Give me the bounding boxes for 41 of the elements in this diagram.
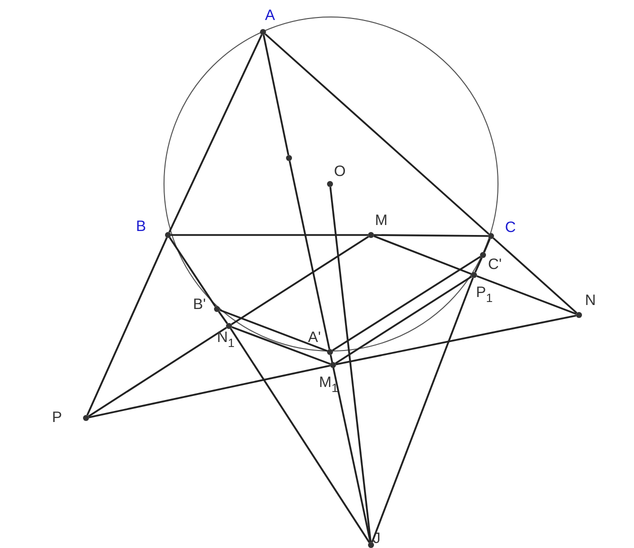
line-segment <box>474 257 483 273</box>
point-label: M <box>375 213 388 229</box>
line-segment <box>371 277 474 543</box>
point-label: C' <box>488 257 502 273</box>
line-segment <box>374 234 488 237</box>
point-label: B' <box>193 297 206 313</box>
point-label: P$_{1}$ <box>476 285 493 301</box>
line-segment <box>262 34 290 156</box>
point-label: A' <box>308 330 321 346</box>
point-label: M$_{1}$ <box>319 375 338 391</box>
point-label: B <box>136 219 146 235</box>
line-segment <box>476 275 577 315</box>
line-segment <box>171 234 368 236</box>
line-segment <box>335 276 472 364</box>
line-segment <box>168 237 216 307</box>
point-label: N$_{1}$ <box>217 330 235 346</box>
line-segment <box>373 235 472 275</box>
line-segment <box>330 354 372 542</box>
line-segment <box>218 310 228 324</box>
line-segment <box>86 237 168 416</box>
line-segment <box>88 326 227 418</box>
point-label: N <box>585 293 596 309</box>
point <box>286 155 292 161</box>
line-segment <box>288 160 330 350</box>
line-segment <box>336 314 576 366</box>
point-label: O <box>334 164 346 180</box>
point-label: A <box>265 8 276 24</box>
point-label: C <box>505 220 516 236</box>
line-segment <box>230 328 370 543</box>
line-segment <box>231 236 369 326</box>
line-segment <box>329 186 372 542</box>
line-segment <box>88 364 330 418</box>
point-label: J <box>373 531 380 547</box>
line-segment <box>332 256 481 352</box>
point-label: P <box>52 410 62 426</box>
line-segment <box>483 238 491 253</box>
line-segment <box>168 34 263 233</box>
line-segment <box>492 237 578 314</box>
line-segment <box>264 33 490 235</box>
line-segment <box>219 309 328 352</box>
line-segment <box>232 326 330 365</box>
